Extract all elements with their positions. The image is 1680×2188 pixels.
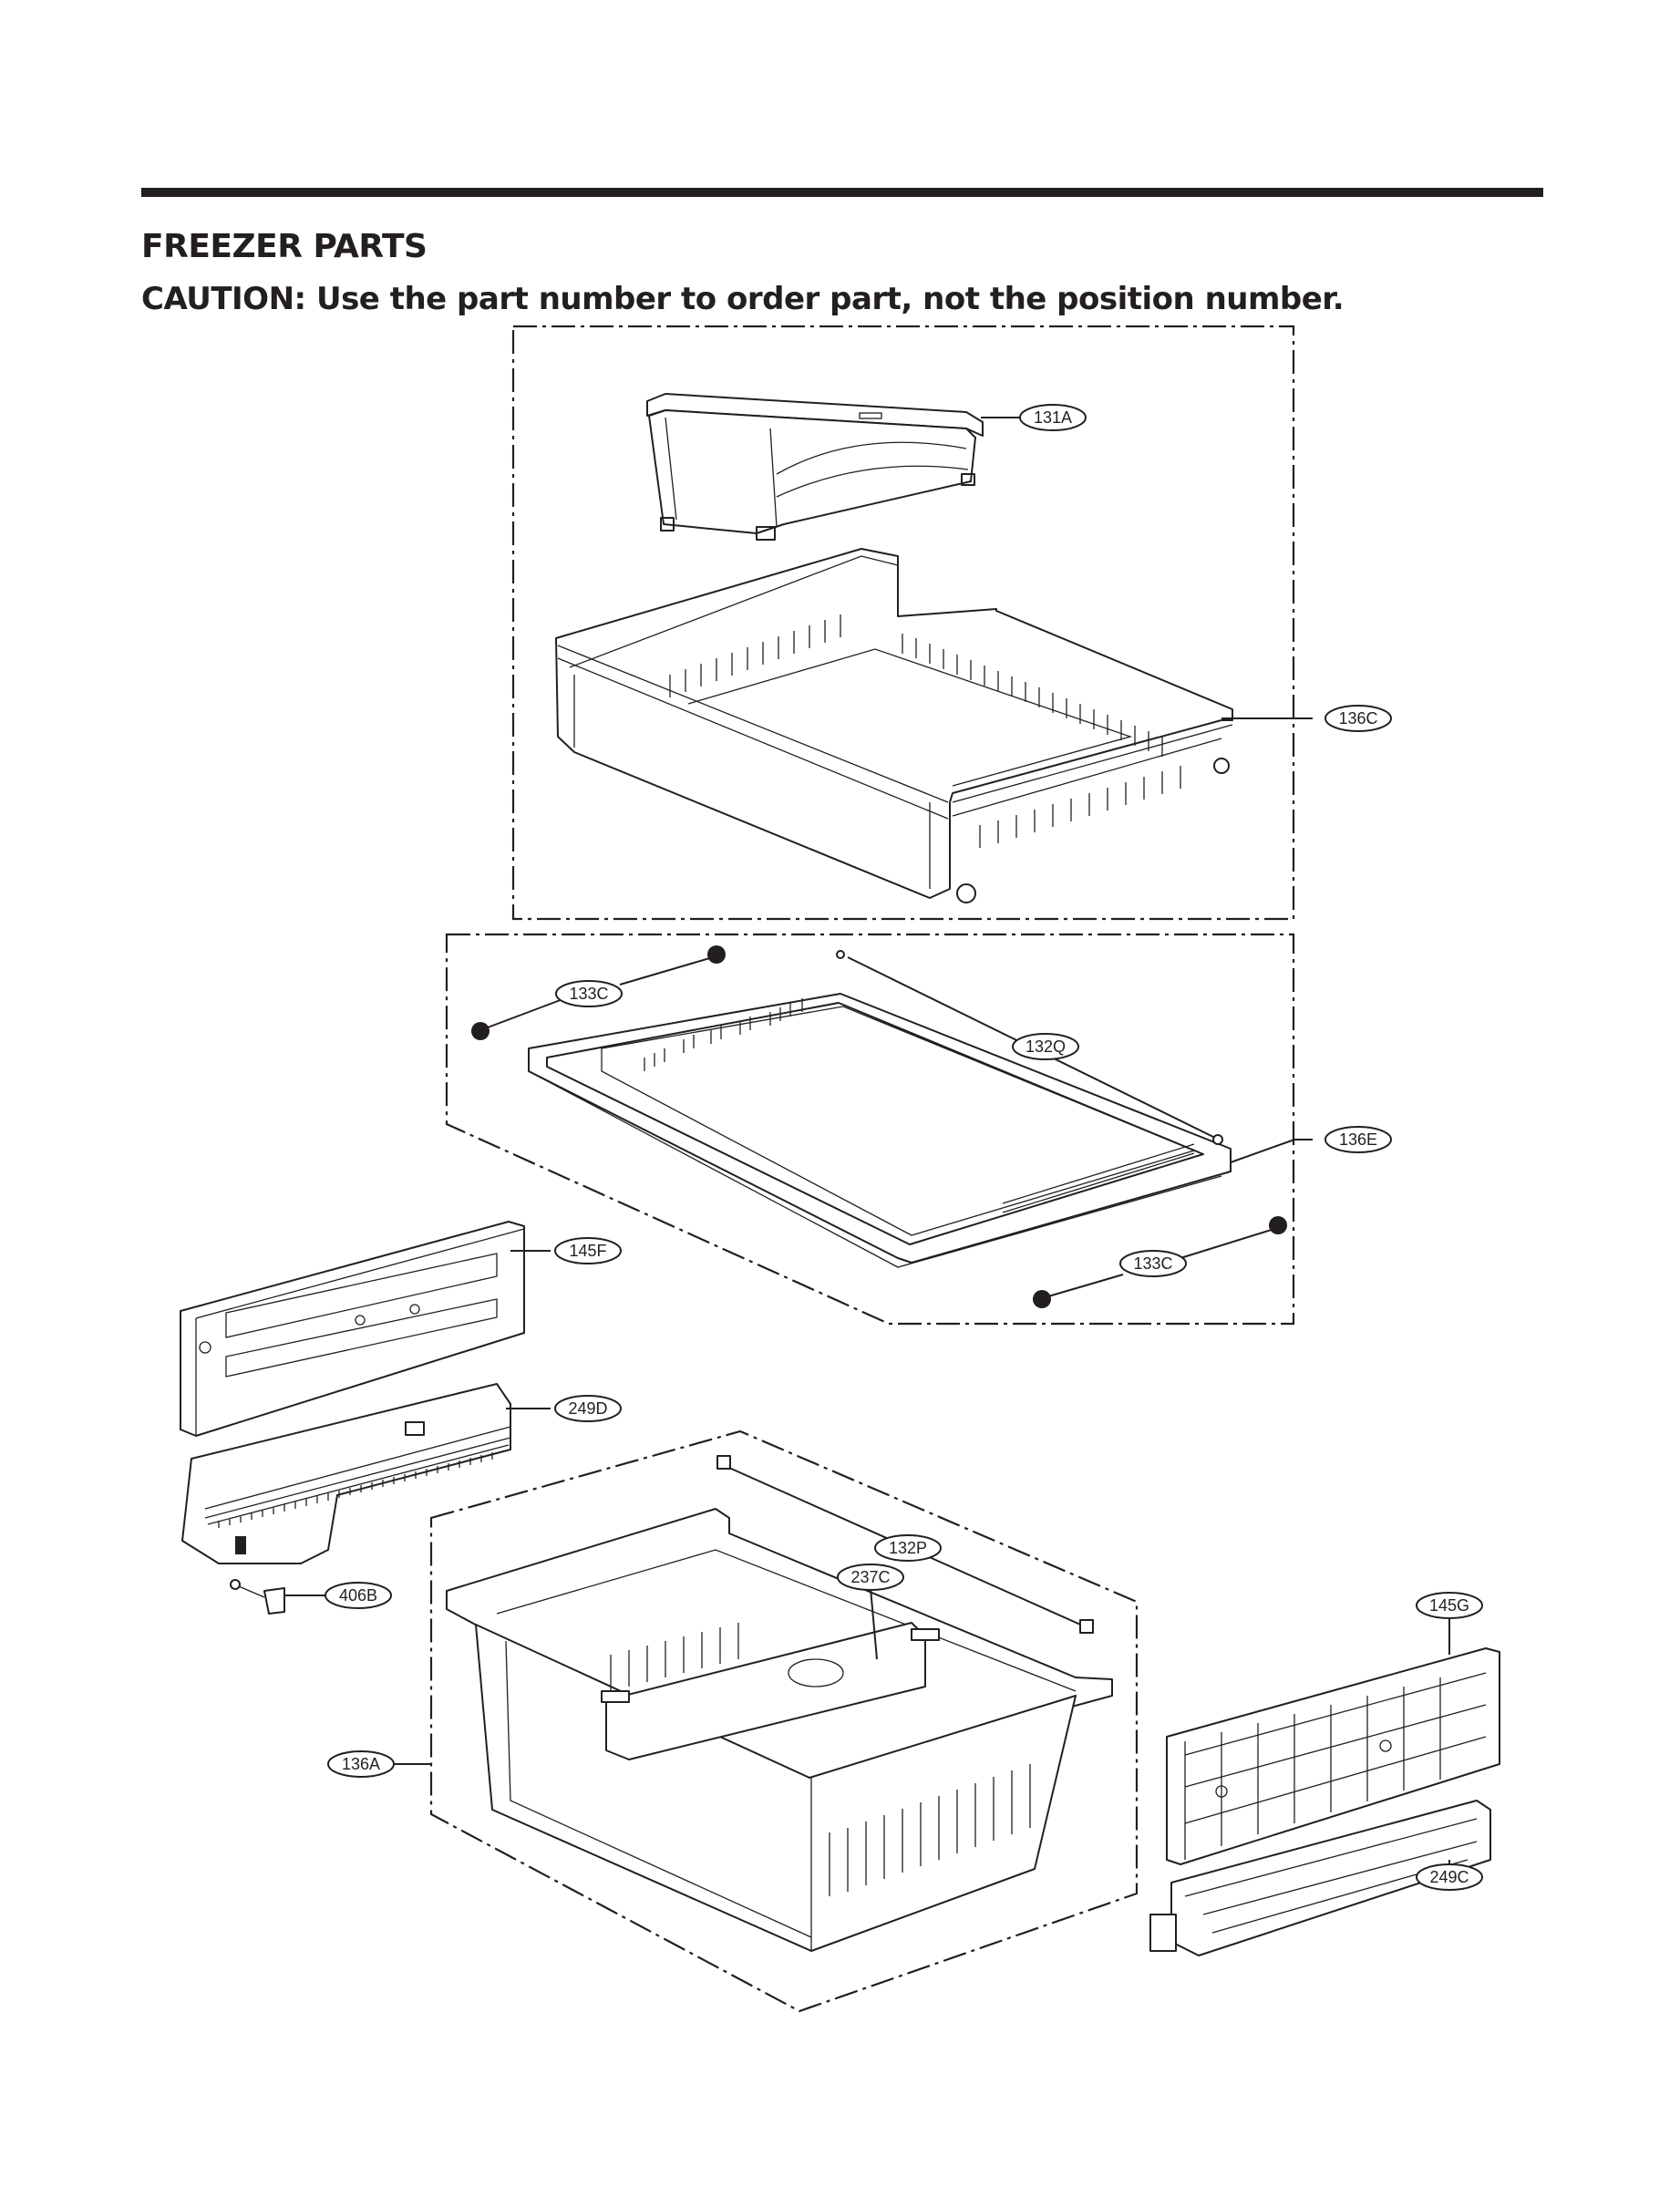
basket-136A-divider: [605, 1622, 926, 1760]
frame-136E-slots: [644, 998, 803, 1071]
svg-text:249D: 249D: [568, 1399, 607, 1418]
callout-136E: 136E: [1324, 1126, 1392, 1153]
caution-note: CAUTION: Use the part number to order pa…: [141, 281, 1345, 317]
callout-145G: 145G: [1416, 1592, 1483, 1619]
cover-145F: [180, 1221, 525, 1437]
roller-133C-a: [707, 945, 726, 964]
roller-133C-d: [1033, 1290, 1051, 1308]
svg-text:145G: 145G: [1429, 1596, 1469, 1615]
callout-406B: 406B: [325, 1582, 392, 1609]
svg-text:131A: 131A: [1034, 408, 1072, 427]
basket-136A-vents: [610, 1623, 1031, 1896]
svg-text:136A: 136A: [342, 1755, 380, 1773]
rail-249C: [1149, 1800, 1491, 1956]
callout-249C: 249C: [1416, 1863, 1483, 1891]
group-box-136C: [511, 325, 1295, 921]
drawer-136C-vents: [669, 614, 1181, 848]
callout-131A: 131A: [1019, 404, 1087, 431]
rail-249D: [181, 1383, 511, 1564]
callout-133C-bottom: 133C: [1119, 1250, 1187, 1277]
callout-237C: 237C: [837, 1564, 904, 1591]
bin-131A: [646, 393, 984, 541]
svg-text:406B: 406B: [339, 1586, 377, 1605]
callout-133C-top: 133C: [555, 980, 623, 1007]
callout-145F: 145F: [554, 1237, 622, 1264]
callout-136C: 136C: [1324, 705, 1392, 732]
panel-145G: [1166, 1647, 1500, 1865]
switch-406B: [230, 1579, 285, 1615]
svg-text:136E: 136E: [1339, 1130, 1377, 1149]
group-box-136A: [429, 1429, 1139, 2013]
callout-132Q: 132Q: [1012, 1033, 1079, 1060]
svg-text:133C: 133C: [1133, 1254, 1172, 1273]
svg-text:132P: 132P: [889, 1539, 927, 1557]
svg-text:136C: 136C: [1338, 709, 1377, 728]
header-rule: [141, 188, 1543, 197]
page-title: FREEZER PARTS: [141, 228, 428, 265]
callout-132P: 132P: [874, 1534, 942, 1562]
callout-136A: 136A: [327, 1750, 395, 1778]
roller-133C-c: [1269, 1216, 1287, 1234]
svg-text:237C: 237C: [850, 1568, 890, 1586]
svg-text:249C: 249C: [1429, 1868, 1469, 1886]
drawer-136C: [555, 548, 1233, 903]
panel-145G-ribs: [1184, 1677, 1487, 1846]
svg-text:133C: 133C: [569, 985, 608, 1003]
svg-text:145F: 145F: [569, 1242, 606, 1260]
group-box-136E: [445, 933, 1295, 1326]
callout-249D: 249D: [554, 1395, 622, 1422]
basket-136A: [446, 1508, 1113, 1952]
svg-text:132Q: 132Q: [1026, 1037, 1066, 1056]
roller-133C-b: [471, 1022, 490, 1040]
frame-136E: [528, 993, 1232, 1268]
